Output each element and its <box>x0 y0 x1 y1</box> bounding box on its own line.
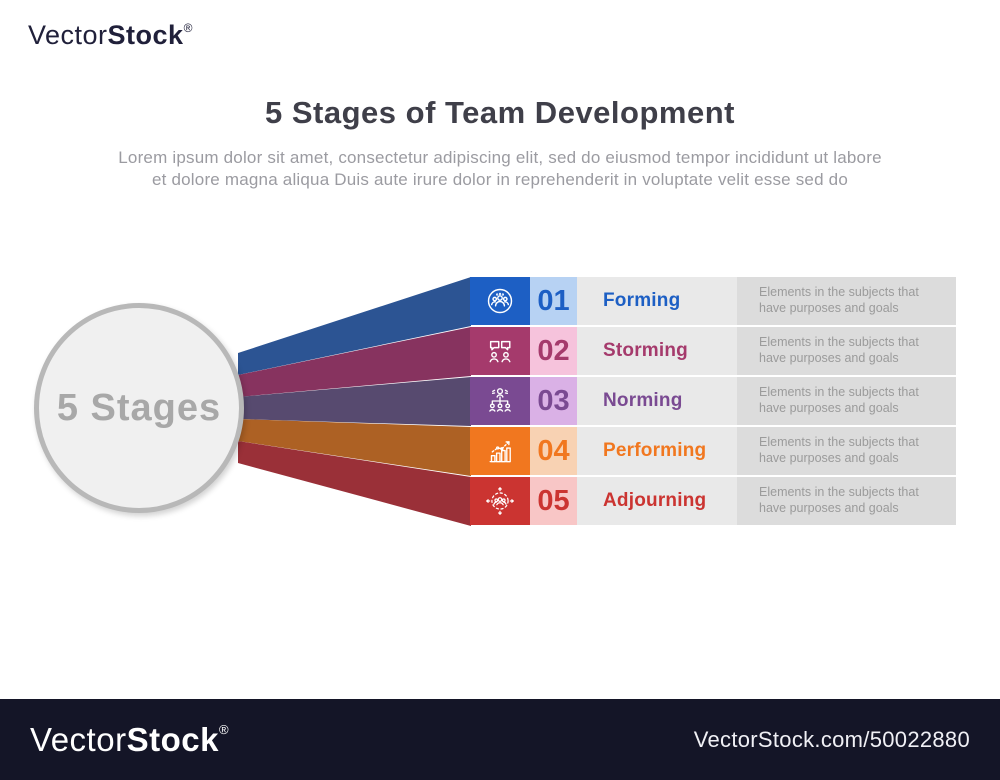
subtitle-line-1: Lorem ipsum dolor sit amet, consectetur … <box>118 148 882 167</box>
stage-description: Elements in the subjects that have purpo… <box>737 277 956 325</box>
registered-mark: ® <box>218 721 230 737</box>
stage-description: Elements in the subjects that have purpo… <box>737 477 956 525</box>
brand-bold-text: Stock <box>107 20 184 50</box>
stage-number: 02 <box>530 327 577 375</box>
stage-band-3 <box>238 377 471 426</box>
page-subtitle: Lorem ipsum dolor sit amet, consectetur … <box>0 147 1000 192</box>
stage-description-text: Elements in the subjects that have purpo… <box>759 285 919 315</box>
hierarchy-icon <box>470 377 530 425</box>
stage-description-text: Elements in the subjects that have purpo… <box>759 385 919 415</box>
stage-number: 05 <box>530 477 577 525</box>
vectorstock-image-url: VectorStock.com/50022880 <box>693 726 970 752</box>
brand-bold-text: Stock <box>126 720 219 758</box>
stage-number: 03 <box>530 377 577 425</box>
stage-band-4 <box>238 419 471 476</box>
stage-name: Adjourning <box>577 477 737 525</box>
stage-number: 01 <box>530 277 577 325</box>
hub-label: 5 Stages <box>56 386 222 429</box>
stages-hub-circle: 5 Stages <box>34 303 244 513</box>
vectorstock-logo-top: VectorStock® <box>28 20 193 51</box>
brand-light-text: Vector <box>28 20 108 50</box>
stage-description-text: Elements in the subjects that have purpo… <box>759 485 919 515</box>
stage-name: Norming <box>577 377 737 425</box>
subtitle-line-2: et dolore magna aliqua Duis aute irure d… <box>152 170 848 190</box>
team-group-icon <box>470 277 530 325</box>
stage-band-5 <box>238 441 471 526</box>
growth-chart-icon <box>470 427 530 475</box>
stage-name: Storming <box>577 327 737 375</box>
stage-description-text: Elements in the subjects that have purpo… <box>759 435 919 465</box>
vectorstock-logo-bottom: VectorStock® <box>30 721 229 759</box>
stage-description: Elements in the subjects that have purpo… <box>737 377 956 425</box>
stage-name: Forming <box>577 277 737 325</box>
stage-number: 04 <box>530 427 577 475</box>
stage-band-2 <box>238 327 471 397</box>
page-title: 5 Stages of Team Development <box>265 95 735 130</box>
discussion-icon <box>470 327 530 375</box>
stage-band-1 <box>238 277 471 375</box>
registered-mark: ® <box>183 21 193 35</box>
vectorstock-footer-bar: VectorStock® VectorStock.com/50022880 <box>0 699 1000 780</box>
stage-name: Performing <box>577 427 737 475</box>
stage-description-text: Elements in the subjects that have purpo… <box>759 335 919 365</box>
disperse-icon <box>470 477 530 525</box>
stage-description: Elements in the subjects that have purpo… <box>737 327 956 375</box>
brand-light-text: Vector <box>30 720 127 758</box>
stage-description: Elements in the subjects that have purpo… <box>737 427 956 475</box>
